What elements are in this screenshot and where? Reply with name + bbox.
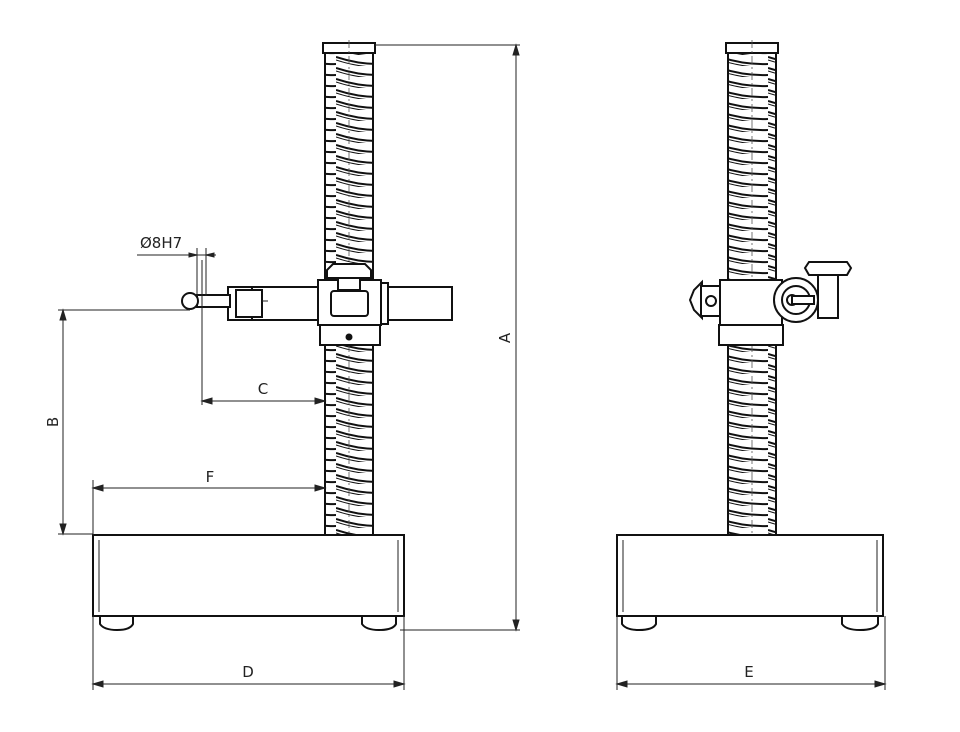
base: [616, 534, 884, 617]
clamp-knob: [326, 263, 372, 279]
base: [92, 534, 405, 617]
probe-ball: [181, 292, 199, 310]
dim-a-label: A: [496, 332, 514, 343]
dim-f-label: F: [206, 468, 215, 486]
foot: [99, 615, 134, 632]
dim-c-label: C: [258, 380, 268, 398]
foot: [841, 615, 879, 632]
dim-d-label: D: [242, 663, 254, 681]
dim-b-label: B: [44, 417, 62, 427]
clamp-collar: [718, 324, 784, 346]
foot: [621, 615, 657, 632]
foot: [361, 615, 397, 632]
fine-adjust-knob: [803, 261, 853, 276]
clamp-body: [719, 279, 783, 326]
bore-label: Ø8H7: [140, 234, 182, 252]
dimensions: [58, 43, 887, 690]
dim-e-label: E: [744, 663, 753, 681]
side-view: [616, 40, 884, 632]
front-view: [92, 40, 453, 632]
dimension-labels: Ø8H7 A B C F D E: [44, 234, 754, 681]
clamp-screw: [345, 333, 353, 341]
